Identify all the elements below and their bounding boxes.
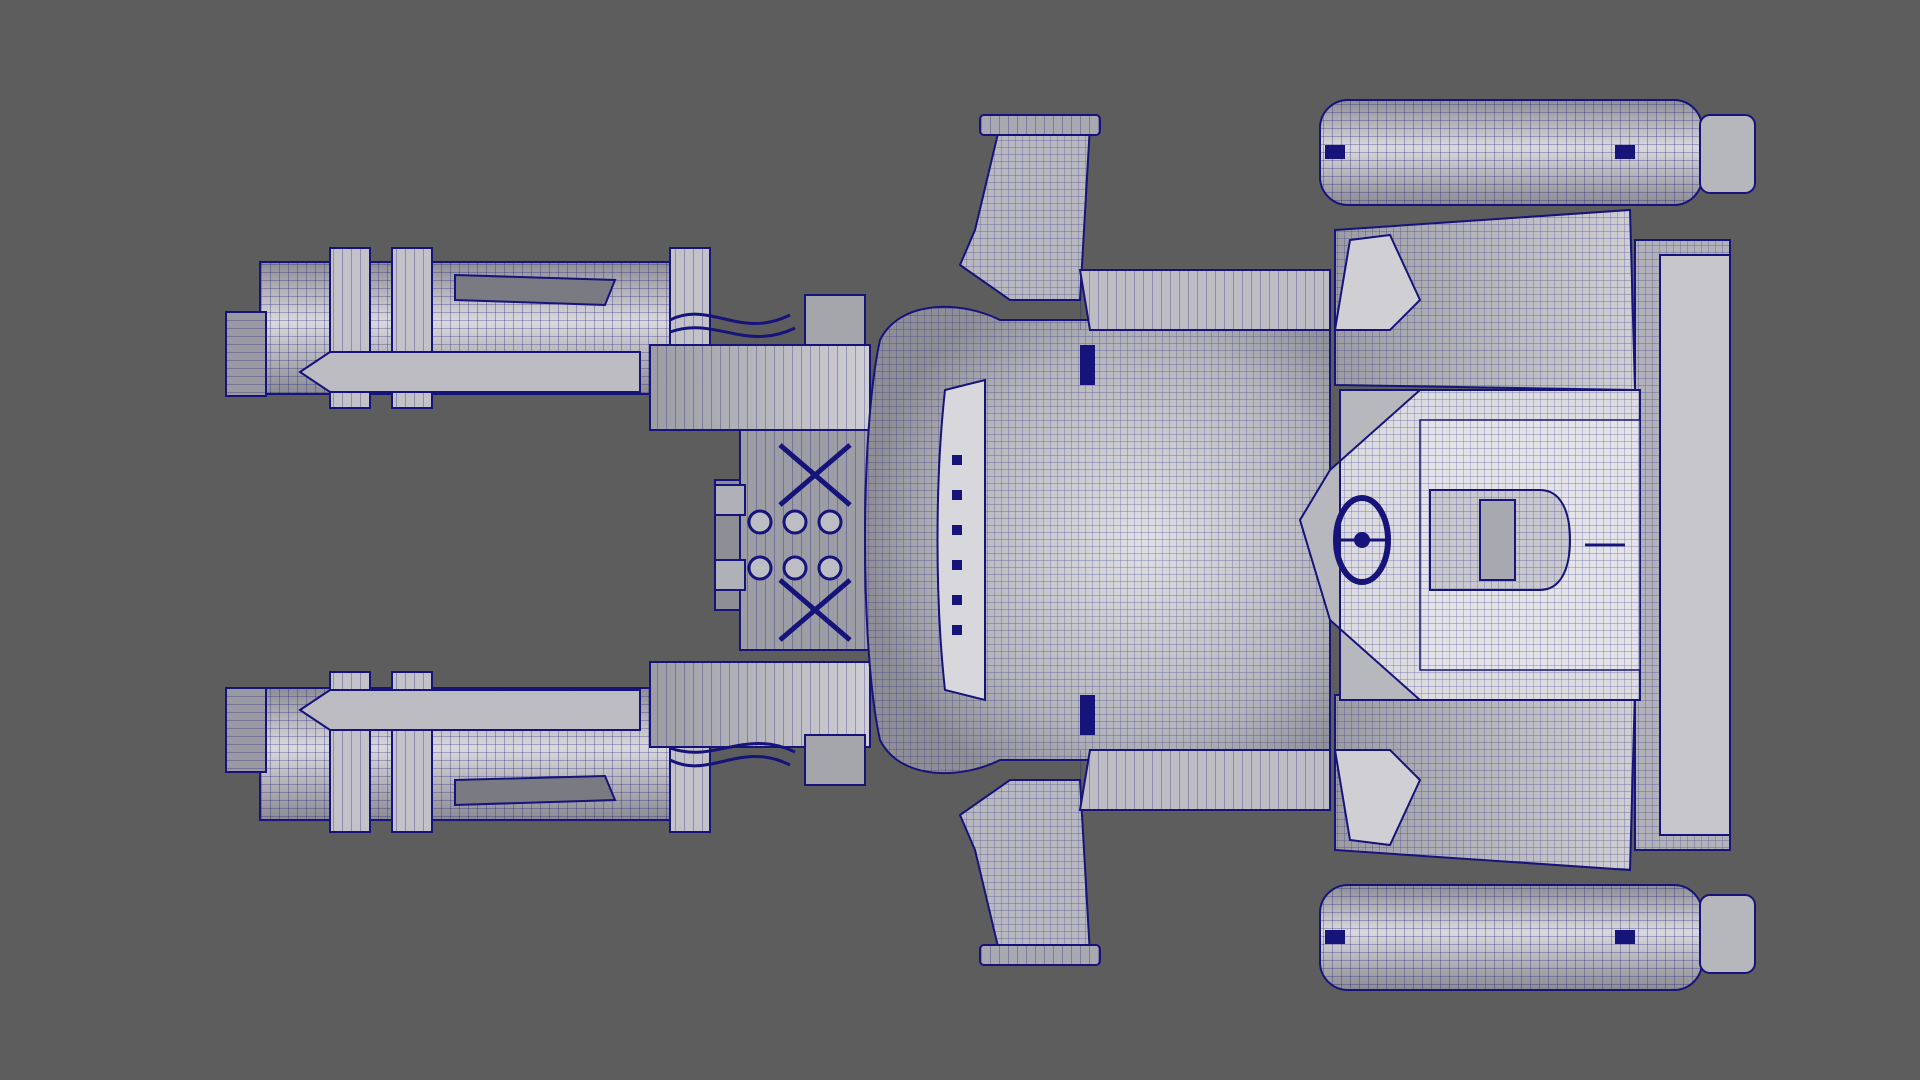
rear-wheel-bottom <box>1319 884 1756 991</box>
rear-side-pod-top <box>1333 208 1637 392</box>
front-mounts <box>1080 345 1095 735</box>
front-hood <box>864 269 1331 811</box>
rear-side-pod-bottom <box>1333 688 1637 872</box>
upper-gun-barrel <box>225 247 871 431</box>
steering-wheel <box>1333 495 1391 585</box>
rear-frame <box>1634 239 1731 851</box>
upper-fin <box>958 114 1101 301</box>
rear-wheel-top <box>1319 99 1756 206</box>
lower-gun-barrel <box>225 661 871 833</box>
engine-block <box>714 429 871 651</box>
driver-seat <box>1429 489 1625 591</box>
lower-fin <box>958 779 1101 966</box>
